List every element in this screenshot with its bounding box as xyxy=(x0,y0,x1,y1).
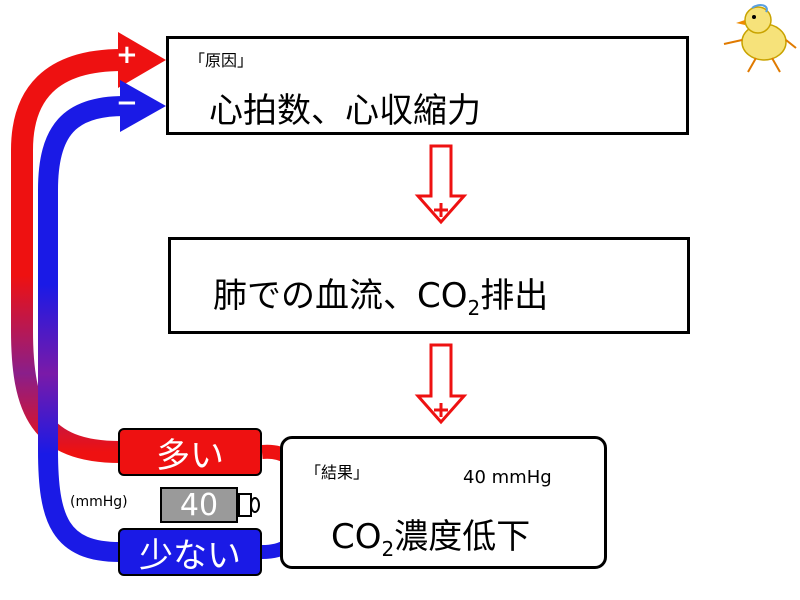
gauge-tip xyxy=(250,497,260,513)
result-subscript: 2 xyxy=(381,536,395,561)
pill-many: 多い xyxy=(118,428,262,476)
flow-box: 肺での血流、CO2排出 xyxy=(168,237,690,334)
gauge-display: 40 xyxy=(160,487,238,523)
cause-text: 心拍数、心収縮力 xyxy=(209,91,481,131)
red-feedback-arrow xyxy=(11,49,123,463)
flow-text-suffix: 排出 xyxy=(480,276,549,316)
cause-label: 「原因」 xyxy=(189,51,254,70)
result-box: 「結果」 40 mmHg CO2濃度低下 xyxy=(280,436,607,569)
flow-text-prefix: 肺での血流、CO xyxy=(213,276,468,316)
down-arrow-plus-icon xyxy=(414,144,468,225)
gauge-unit: (mmHg) xyxy=(70,494,128,510)
pill-few: 少ない xyxy=(118,528,262,576)
plus-sign: + xyxy=(116,40,138,70)
minus-sign: − xyxy=(116,88,138,118)
flow-text: 肺での血流、CO2排出 xyxy=(213,268,548,320)
result-text: CO2濃度低下 xyxy=(331,509,530,561)
result-value: 40 mmHg xyxy=(463,467,552,488)
chick-icon xyxy=(723,4,797,73)
blue-arrowhead-icon xyxy=(120,80,166,132)
result-text-prefix: CO xyxy=(331,517,382,557)
cause-box: 「原因」 心拍数、心収縮力 xyxy=(166,36,689,135)
result-text-suffix: 濃度低下 xyxy=(394,517,531,557)
down-arrow-plus-icon xyxy=(414,343,468,425)
red-arrowhead-icon xyxy=(118,32,166,88)
result-label: 「結果」 xyxy=(305,463,370,482)
flow-subscript: 2 xyxy=(467,295,481,320)
blue-feedback-arrow xyxy=(38,96,125,562)
